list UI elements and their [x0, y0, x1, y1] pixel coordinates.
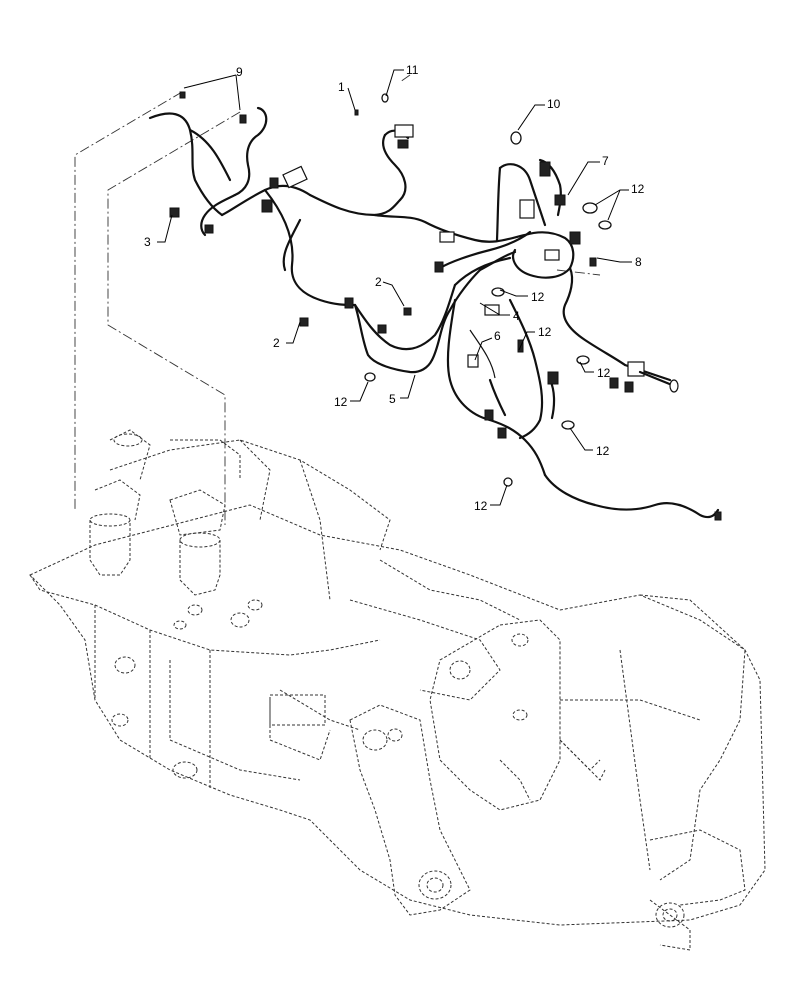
callout-labels: 1 11 9 10 7 12 8 3 2 2 12 4 6 12 12 12 5… [144, 63, 645, 513]
callout-10: 10 [547, 97, 561, 111]
callout-12-bottom: 12 [474, 499, 488, 513]
chassis-frame [29, 429, 766, 951]
callout-7: 7 [602, 154, 609, 168]
callout-12-top-right: 12 [631, 182, 645, 196]
wiring-harness [148, 91, 722, 521]
callout-12-mid: 12 [531, 290, 545, 304]
callout-11: 11 [406, 63, 419, 77]
callout-12-center: 12 [538, 325, 552, 339]
callout-2-upper: 2 [375, 275, 382, 289]
callout-8: 8 [635, 255, 642, 269]
callout-3: 3 [144, 235, 151, 249]
callout-6: 6 [494, 329, 501, 343]
callout-5: 5 [389, 392, 396, 406]
callout-12-lower-left: 12 [334, 395, 348, 409]
callout-12-right: 12 [597, 366, 611, 380]
callout-4: 4 [513, 309, 520, 323]
leader-lines [157, 69, 632, 506]
callout-12-lower-right: 12 [596, 444, 610, 458]
callout-1: 1 [338, 80, 345, 94]
callout-9: 9 [236, 65, 243, 79]
assembly-lines [74, 74, 601, 525]
callout-2-lower: 2 [273, 336, 280, 350]
